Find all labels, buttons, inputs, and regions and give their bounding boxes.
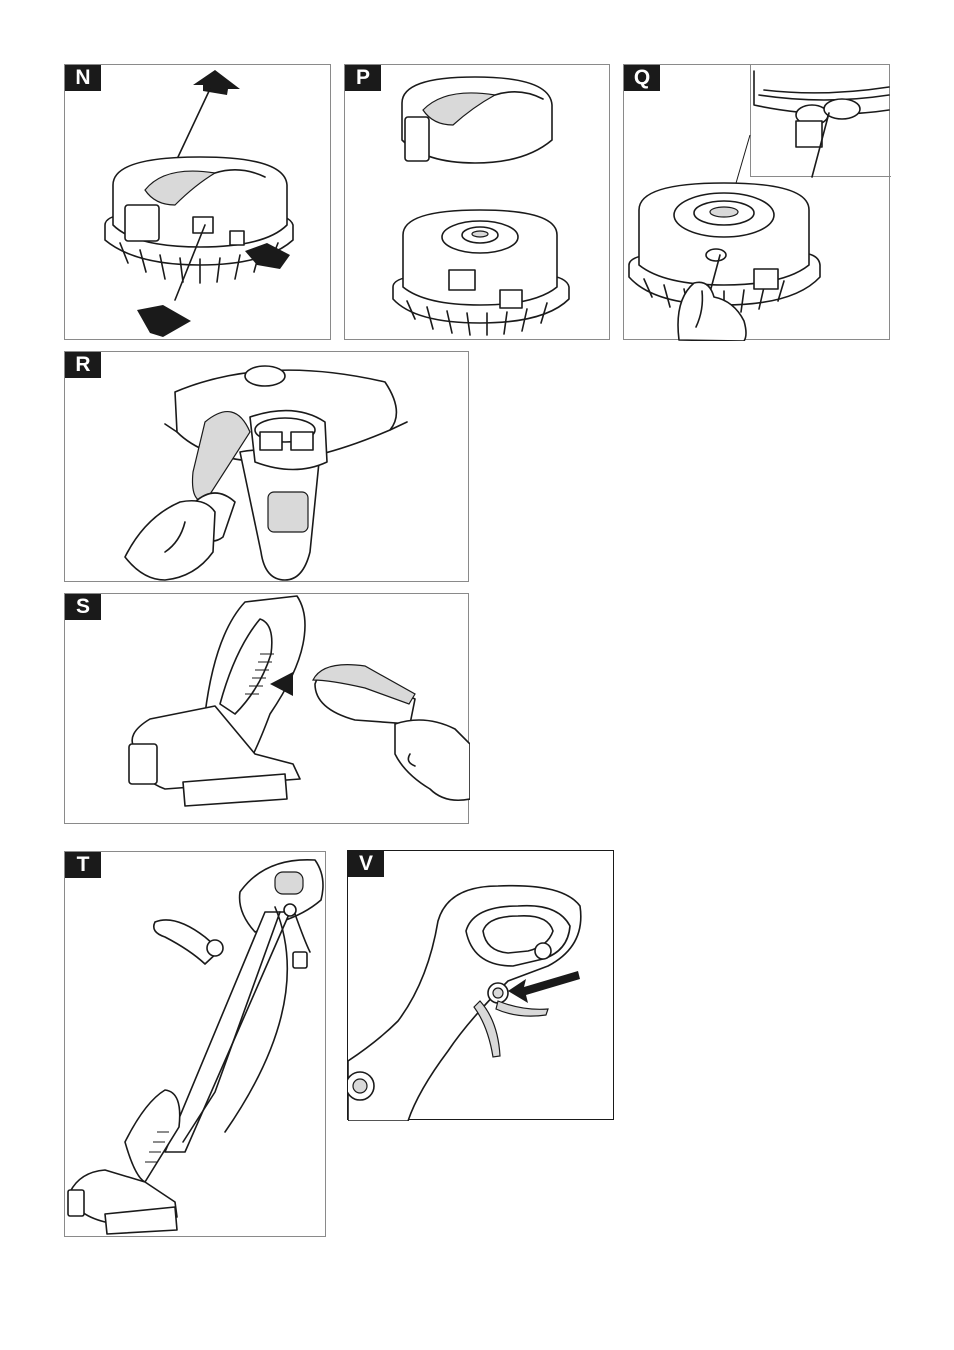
figure-v: V (347, 850, 614, 1120)
spool-line-insertion-illustration (624, 65, 891, 341)
spool-cover-removed-illustration (345, 65, 611, 341)
motor-housing-vents-cleaning-illustration (65, 594, 470, 825)
guard-cleaning-illustration (65, 352, 470, 583)
arrow-up-icon (193, 70, 240, 95)
figure-r: R (64, 351, 469, 582)
figure-s: S (64, 593, 469, 824)
figure-n: N (64, 64, 331, 340)
handle-height-adjustment-illustration (348, 851, 615, 1121)
arrow-down-icon (137, 305, 191, 337)
figure-t: T (64, 851, 326, 1237)
figure-q: Q (623, 64, 890, 340)
trimmer-full-view-illustration (65, 852, 327, 1238)
figure-p: P (344, 64, 610, 340)
spool-cover-release-illustration (65, 65, 332, 341)
